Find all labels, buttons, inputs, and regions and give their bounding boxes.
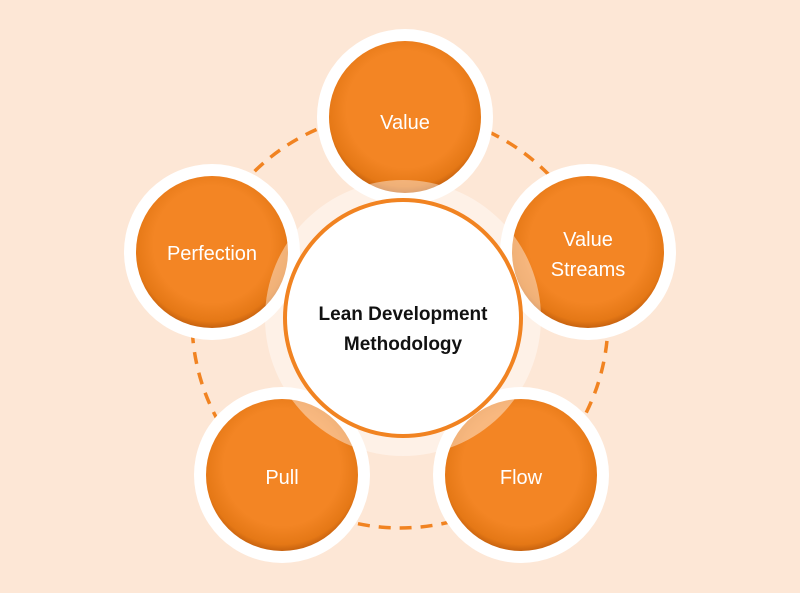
node-value-streams: Value Streams	[500, 164, 676, 340]
node-disc	[329, 41, 481, 193]
node-label-value-streams-line1: Value	[563, 229, 613, 251]
center-node: Lean Development Methodology	[283, 198, 523, 438]
node-disc	[206, 399, 358, 551]
node-disc	[512, 176, 664, 328]
node-label-value: Value	[380, 112, 430, 134]
node-disc	[445, 399, 597, 551]
center-title-line1: Lean Development	[319, 304, 489, 325]
node-disc	[136, 176, 288, 328]
node-perfection: Perfection	[124, 164, 300, 340]
node-value: Value	[317, 29, 493, 205]
node-label-perfection: Perfection	[167, 243, 257, 265]
node-label-value-streams-line2: Streams	[551, 259, 625, 281]
node-pull: Pull	[194, 387, 370, 563]
center-title-line2: Methodology	[344, 334, 463, 355]
center-disc	[283, 198, 523, 438]
node-label-flow: Flow	[500, 467, 543, 489]
node-label-pull: Pull	[265, 467, 298, 489]
node-flow: Flow	[433, 387, 609, 563]
